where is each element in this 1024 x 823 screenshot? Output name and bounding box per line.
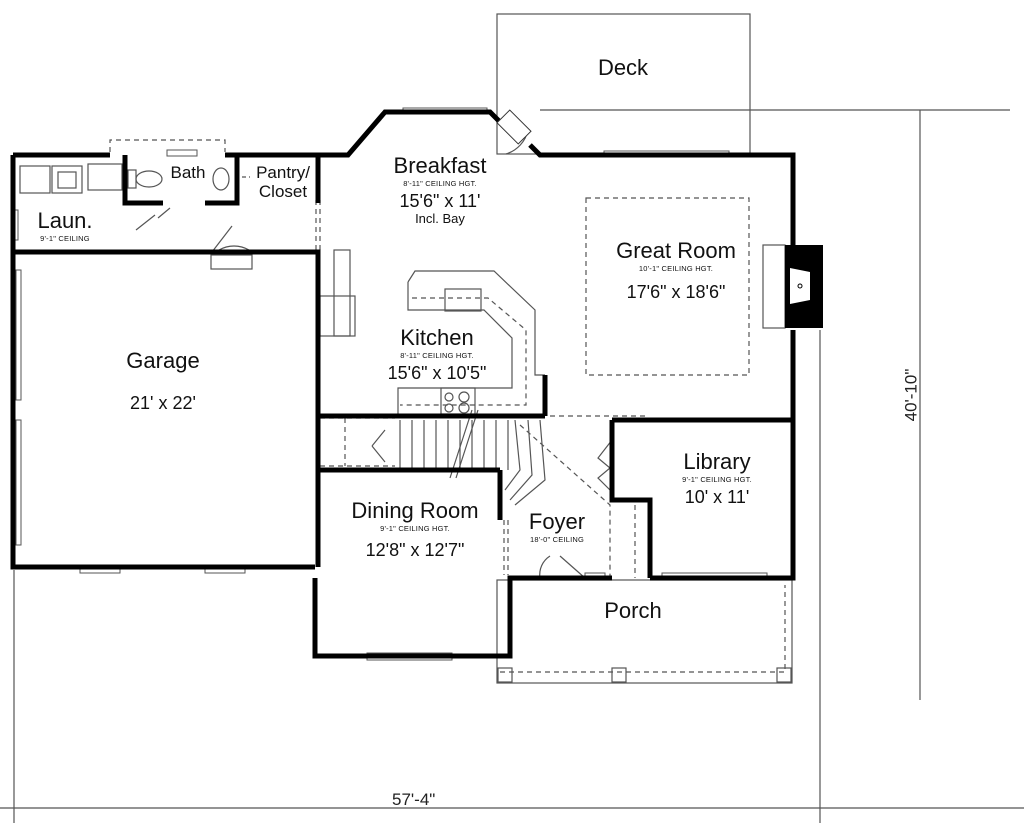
room-laundry-ceiling: 9'-1" CEILING: [40, 234, 90, 243]
room-great-room-size: 17'6" x 18'6": [626, 281, 726, 302]
room-laundry-name: Laun.: [37, 208, 93, 233]
room-breakfast-size: 15'6" x 11': [399, 190, 481, 211]
room-kitchen-name: Kitchen: [400, 325, 474, 350]
room-foyer-name: Foyer: [528, 509, 586, 534]
room-great-room-ceiling: 10'-1" CEILING HGT.: [638, 264, 714, 273]
room-kitchen-ceiling: 8'-11" CEILING HGT.: [400, 351, 474, 360]
room-garage-size: 21' x 22': [130, 393, 196, 413]
room-porch-label: Porch: [604, 598, 662, 623]
room-great-room-name: Great Room: [616, 238, 736, 263]
room-library-ceiling: 9'-1" CEILING HGT.: [682, 475, 752, 484]
fireplace-icon: [785, 245, 823, 328]
room-dining-ceiling: 9'-1" CEILING HGT.: [380, 524, 450, 533]
room-breakfast-note: Incl. Bay: [415, 210, 465, 226]
room-library-name: Library: [683, 449, 751, 474]
room-foyer: Foyer 18'-0" CEILING: [529, 511, 585, 544]
room-kitchen-size: 15'6" x 10'5": [387, 362, 487, 383]
room-garage: Garage 21' x 22': [126, 348, 200, 413]
room-kitchen: Kitchen 8'-11" CEILING HGT. 15'6" x 10'5…: [388, 327, 487, 382]
room-garage-name: Garage: [126, 348, 200, 373]
room-dining-name: Dining Room: [351, 498, 479, 523]
room-library-size: 10' x 11': [684, 486, 750, 507]
room-breakfast-name: Breakfast: [393, 153, 487, 178]
room-breakfast: Breakfast 8'-11" CEILING HGT. 15'6" x 11…: [394, 155, 487, 225]
room-closet-name: Closet: [258, 181, 308, 201]
room-pantry-name: Pantry/: [256, 163, 310, 182]
room-breakfast-ceiling: 8'-11" CEILING HGT.: [403, 179, 477, 188]
staircase: [399, 409, 546, 506]
room-laundry: Laun. 9'-1" CEILING: [37, 210, 92, 243]
room-library: Library 9'-1" CEILING HGT. 10' x 11': [682, 451, 752, 506]
room-foyer-ceiling: 18'-0" CEILING: [530, 535, 584, 544]
overall-width-label: 57'-4": [392, 790, 436, 809]
porch-outline: [496, 579, 793, 684]
room-deck-label: Deck: [597, 55, 649, 80]
room-pantry-closet: Pantry/ Closet: [256, 163, 310, 201]
room-dining-size: 12'8" x 12'7": [365, 539, 465, 560]
overall-depth-label: 40'-10": [901, 368, 921, 422]
room-great-room: Great Room 10'-1" CEILING HGT. 17'6" x 1…: [616, 240, 736, 301]
deck-outline: [496, 13, 751, 155]
room-dining: Dining Room 9'-1" CEILING HGT. 12'8" x 1…: [351, 500, 478, 559]
room-bath-label: Bath: [170, 163, 206, 182]
